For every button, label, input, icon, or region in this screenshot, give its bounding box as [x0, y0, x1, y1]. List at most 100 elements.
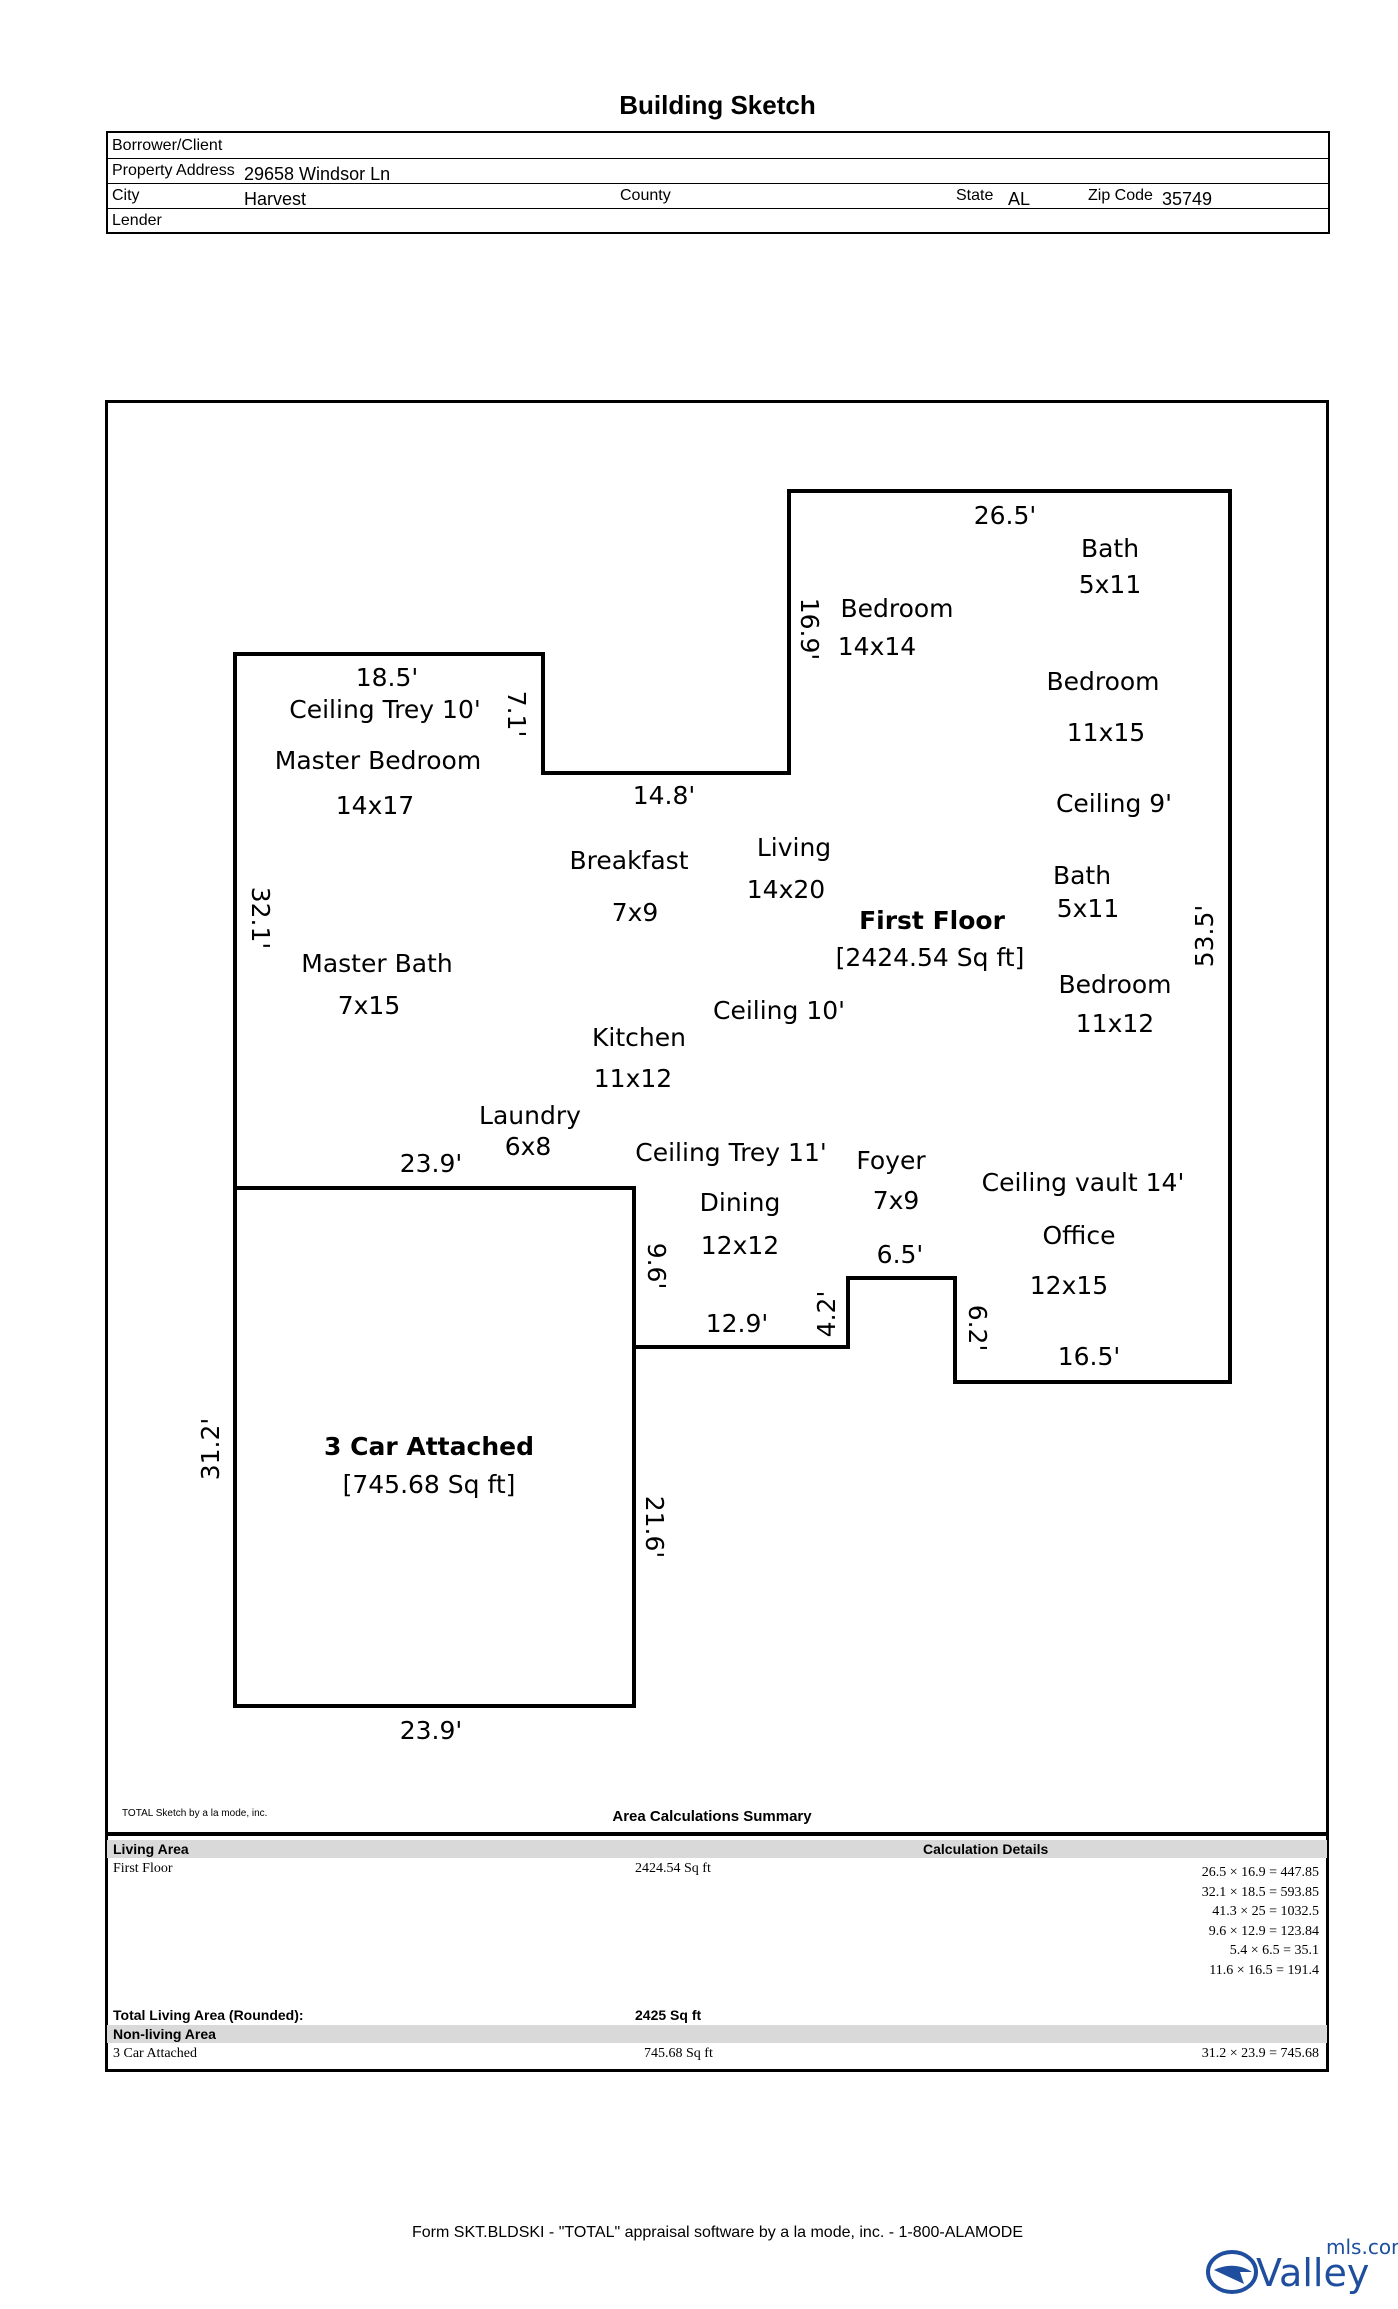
first-floor-row-label: First Floor — [113, 1861, 173, 1876]
sketch-frame — [105, 400, 1329, 2072]
room-bedroom-3: Bedroom — [1058, 970, 1171, 999]
form-footer: Form SKT.BLDSKI - "TOTAL" appraisal soft… — [412, 2224, 1023, 2241]
state-label: State — [956, 187, 994, 204]
room-breakfast: Breakfast — [569, 846, 688, 875]
room-master-bath-size: 7x15 — [338, 991, 401, 1020]
valley-mls-logo: Valley mls.com — [1200, 2232, 1398, 2309]
dim-foyer-right: 6.2' — [963, 1305, 992, 1352]
borrower-label: Borrower/Client — [112, 137, 223, 154]
dim-garage-bottom: 23.9' — [400, 1716, 463, 1745]
room-dining: Dining — [700, 1188, 781, 1217]
lender-row: Lender — [108, 208, 1328, 233]
sketch-software-credit: TOTAL Sketch by a la mode, inc. — [122, 1808, 268, 1819]
room-master-bedroom-size: 14x17 — [336, 791, 414, 820]
calc-details-label: Calculation Details — [923, 1841, 1049, 1857]
room-breakfast-size: 7x9 — [612, 898, 659, 927]
dim-office-bottom: 16.5' — [1058, 1342, 1121, 1371]
dim-left-wing-top: 18.5' — [356, 663, 419, 692]
room-bedroom-1-size: 14x14 — [838, 632, 916, 661]
garage-label: 3 Car Attached — [324, 1432, 534, 1461]
room-living: Living — [757, 833, 831, 862]
state-value: AL — [1008, 189, 1031, 209]
calc-detail-list: 26.5 × 16.9 = 447.85 32.1 × 18.5 = 593.8… — [1202, 1863, 1319, 1980]
room-bedroom-1: Bedroom — [840, 594, 953, 623]
room-ceiling-trey-11: Ceiling Trey 11' — [635, 1138, 826, 1167]
room-foyer: Foyer — [856, 1146, 926, 1175]
room-kitchen-size: 11x12 — [594, 1064, 672, 1093]
first-floor-label: First Floor — [859, 906, 1006, 935]
room-bedroom-3-size: 11x12 — [1076, 1009, 1154, 1038]
room-living-size: 14x20 — [747, 875, 825, 904]
property-header: Borrower/Client Property Address 29658 W… — [106, 131, 1330, 234]
room-laundry: Laundry — [479, 1101, 581, 1130]
room-bedroom-2-size: 11x15 — [1067, 718, 1145, 747]
dim-house-bottom-left: 23.9' — [400, 1149, 463, 1178]
dim-foyer-top: 6.5' — [877, 1240, 924, 1269]
room-master-bedroom: Master Bedroom — [275, 746, 481, 775]
city-label: City — [112, 187, 140, 204]
room-bedroom-2: Bedroom — [1046, 667, 1159, 696]
dim-wing-step: 7.1' — [502, 691, 531, 738]
area-summary-heading: Area Calculations Summary — [612, 1808, 812, 1825]
room-bath-2-size: 5x11 — [1057, 894, 1120, 923]
room-bath-2: Bath — [1053, 861, 1111, 890]
room-foyer-size: 7x9 — [873, 1186, 920, 1215]
first-floor-area: [2424.54 Sq ft] — [836, 943, 1025, 972]
garage-area: [745.68 Sq ft] — [343, 1470, 516, 1499]
total-living-value: 2425 Sq ft — [635, 2007, 702, 2023]
address-value: 29658 Windsor Ln — [244, 164, 391, 184]
room-ceiling-10: Ceiling 10' — [713, 996, 845, 1025]
zip-value: 35749 — [1162, 189, 1213, 209]
room-office-size: 12x15 — [1030, 1271, 1108, 1300]
city-value: Harvest — [244, 189, 307, 209]
room-bath-1-size: 5x11 — [1079, 570, 1142, 599]
dim-garage-right: 21.6' — [640, 1496, 669, 1559]
garage-outline — [233, 1186, 636, 1708]
dim-foyer-left: 4.2' — [812, 1291, 841, 1338]
room-master-bath: Master Bath — [301, 949, 452, 978]
room-ceiling-9: Ceiling 9' — [1056, 789, 1172, 818]
room-ceiling-vault: Ceiling vault 14' — [982, 1168, 1185, 1197]
calc-line: 32.1 × 18.5 = 593.85 — [1201, 1884, 1319, 1900]
calc-line: 9.6 × 12.9 = 123.84 — [1208, 1923, 1319, 1939]
area-calculations-table: Living Area Calculation Details First Fl… — [107, 1832, 1327, 2074]
non-living-band — [107, 2025, 1327, 2043]
calc-line: 11.6 × 16.5 = 191.4 — [1209, 1962, 1319, 1978]
logo-domain: mls.com — [1326, 2235, 1398, 2259]
non-living-label: Non-living Area — [113, 2026, 216, 2042]
total-living-label: Total Living Area (Rounded): — [113, 2007, 304, 2023]
garage-row-label: 3 Car Attached — [113, 2046, 197, 2061]
living-area-band — [107, 1840, 1327, 1858]
logo-brand: Valley — [1256, 2251, 1369, 2295]
room-kitchen: Kitchen — [592, 1023, 686, 1052]
dim-top-right: 26.5' — [974, 501, 1037, 530]
room-bath-1: Bath — [1081, 534, 1139, 563]
calc-line: 5.4 × 6.5 = 35.1 — [1229, 1943, 1319, 1958]
county-label: County — [620, 187, 671, 204]
room-dining-size: 12x12 — [701, 1231, 779, 1260]
room-laundry-size: 6x8 — [505, 1132, 552, 1161]
valley-mls-logo-mark: Valley mls.com — [1206, 2235, 1398, 2295]
room-office: Office — [1043, 1221, 1116, 1250]
garage-row-calc: 31.2 × 23.9 = 745.68 — [1201, 2046, 1319, 2061]
dim-right-side: 53.5' — [1190, 905, 1219, 968]
dim-garage-left: 31.2' — [196, 1418, 225, 1481]
dim-dining-side: 9.6' — [642, 1243, 671, 1290]
address-row: Property Address 29658 Windsor Ln — [108, 158, 1328, 184]
garage-row-value: 745.68 Sq ft — [644, 2046, 713, 2061]
first-floor-row-value: 2424.54 Sq ft — [635, 1861, 711, 1876]
calc-line: 41.3 × 25 = 1032.5 — [1212, 1904, 1319, 1919]
city-row: City Harvest County State AL Zip Code 35… — [108, 183, 1328, 209]
lender-label: Lender — [112, 212, 162, 229]
dim-bedroom-left-side: 16.9' — [795, 598, 824, 661]
page-title: Building Sketch — [619, 90, 816, 120]
borrower-row: Borrower/Client — [108, 133, 1328, 159]
zip-label: Zip Code — [1088, 187, 1153, 204]
dim-dining-bottom: 12.9' — [706, 1309, 769, 1338]
dim-step-horizontal: 14.8' — [633, 781, 696, 810]
dim-left-side: 32.1' — [246, 887, 275, 950]
address-label: Property Address — [112, 162, 235, 179]
room-ceiling-trey-10: Ceiling Trey 10' — [289, 695, 480, 724]
living-area-label: Living Area — [113, 1841, 189, 1857]
